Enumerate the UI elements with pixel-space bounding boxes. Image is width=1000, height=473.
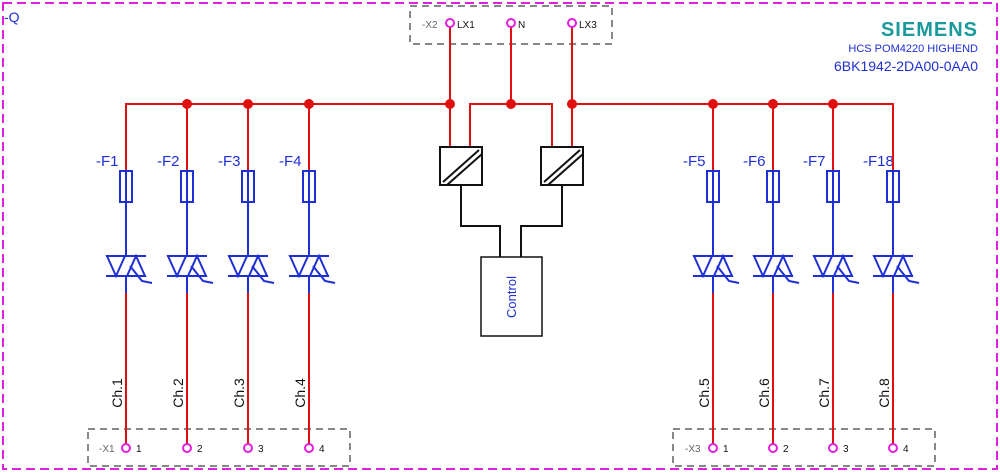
- fuse-label: -F18: [863, 153, 894, 170]
- terminal-pin-number: 4: [903, 444, 909, 455]
- terminal-pin-number: 2: [197, 444, 203, 455]
- terminal-pin: [768, 443, 778, 453]
- control-label: Control: [504, 276, 519, 318]
- fuse-label: -F6: [743, 153, 766, 170]
- left-terminal-label: -X1: [99, 444, 115, 455]
- channel-label: Ch.5: [696, 378, 712, 408]
- terminal-pin-number: 3: [843, 444, 849, 455]
- triac-symbol: [105, 253, 153, 293]
- channel-label: Ch.6: [756, 378, 772, 408]
- triac-symbol: [227, 253, 275, 293]
- power-converter-left: [439, 146, 483, 186]
- channel-label: Ch.4: [292, 378, 308, 408]
- terminal-pin: [828, 443, 838, 453]
- device-designation: -Q: [4, 9, 20, 25]
- channel-label: Ch.7: [816, 378, 832, 408]
- terminal-pin-number: 3: [258, 444, 264, 455]
- supply-wires: [449, 26, 573, 104]
- fuse-label: -F7: [803, 153, 826, 170]
- supply-terminal-pins: [445, 18, 577, 28]
- fuse-label: -F1: [96, 153, 119, 170]
- supply-terminal-label: -X2: [422, 20, 438, 31]
- triac-symbol: [692, 253, 740, 293]
- terminal-pin: [304, 443, 314, 453]
- terminal-pin: [888, 443, 898, 453]
- terminal-pin-number: 1: [723, 444, 729, 455]
- terminal-pin: [121, 443, 131, 453]
- fuse-label: -F2: [157, 153, 180, 170]
- supply-pin-label: N: [518, 20, 525, 31]
- model-name: HCS POM4220 HIGHEND: [848, 43, 978, 55]
- fuse-symbol: [241, 170, 255, 203]
- fuse-symbol: [886, 170, 900, 203]
- terminal-pin-number: 4: [319, 444, 325, 455]
- fuse-symbol: [119, 170, 133, 203]
- control-wires: [460, 185, 563, 257]
- order-number: 6BK1942-2DA00-0AA0: [834, 58, 978, 74]
- control-unit: [480, 256, 543, 337]
- supply-pin-label: LX1: [457, 20, 475, 31]
- triac-symbol: [812, 253, 860, 293]
- fuse-label: -F5: [683, 153, 706, 170]
- fuse-symbol: [706, 170, 720, 203]
- channel-label: Ch.3: [231, 378, 247, 408]
- power-converter-right: [540, 146, 584, 186]
- fuse-symbol: [180, 170, 194, 203]
- triac-symbol: [872, 253, 920, 293]
- terminal-pin: [243, 443, 253, 453]
- triac-symbol: [752, 253, 800, 293]
- terminal-pin: [708, 443, 718, 453]
- triac-symbol: [288, 253, 336, 293]
- channel-label: Ch.8: [876, 378, 892, 408]
- triac-symbol: [166, 253, 214, 293]
- right-terminal-strip: [672, 428, 936, 467]
- fuse-label: -F4: [279, 153, 302, 170]
- fuse-symbol: [826, 170, 840, 203]
- terminal-pin-number: 1: [136, 444, 142, 455]
- supply-pin-label: LX3: [579, 20, 597, 31]
- left-terminal-strip: [87, 428, 351, 467]
- terminal-pin: [182, 443, 192, 453]
- fuse-symbol: [766, 170, 780, 203]
- fuse-label: -F3: [218, 153, 241, 170]
- main-bus: [125, 103, 894, 147]
- channel-label: Ch.2: [170, 378, 186, 408]
- terminal-pin-number: 2: [783, 444, 789, 455]
- right-terminal-label: -X3: [685, 444, 701, 455]
- channel-label: Ch.1: [109, 378, 125, 408]
- brand-logo: SIEMENS: [881, 19, 978, 41]
- fuse-symbol: [302, 170, 316, 203]
